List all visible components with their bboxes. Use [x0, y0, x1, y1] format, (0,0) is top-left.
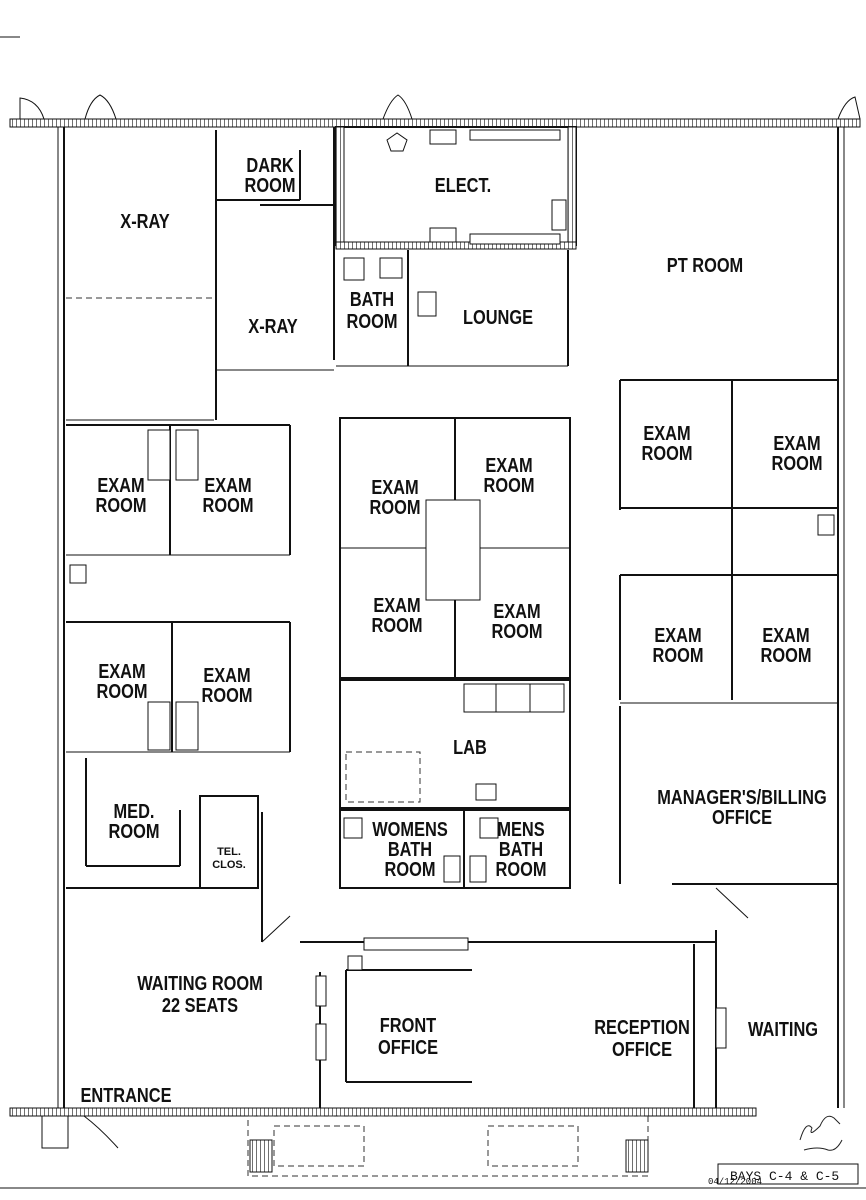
title-block: BAYS C-4 & C-5 04/12/2004 [708, 1115, 859, 1187]
room-label-reception-2: OFFICE [612, 1037, 672, 1060]
room-label-womens-2: BATH [388, 837, 432, 860]
room-label-tel-1: TEL. [217, 846, 241, 858]
room-label-exam-5: EXAM [371, 475, 418, 498]
room-label-manager-2: OFFICE [712, 805, 772, 828]
room-label-waiting: WAITING [748, 1017, 818, 1040]
room-label-med-1: MED. [114, 799, 155, 822]
room-label-waiting-room-1: WAITING ROOM [137, 971, 263, 994]
room-label-waiting-room-2: 22 SEATS [162, 993, 238, 1016]
room-label-bath-1: BATH [350, 287, 394, 310]
room-label-exam-8b: ROOM [492, 619, 543, 642]
room-label-med-2: ROOM [109, 819, 160, 842]
room-label-exam-1: EXAM [97, 473, 144, 496]
room-label-manager-1: MANAGER'S/BILLING [657, 785, 827, 808]
room-label-front-2: OFFICE [378, 1035, 438, 1058]
room-label-exam-2: EXAM [204, 473, 251, 496]
room-label-womens-3: ROOM [385, 857, 436, 880]
room-label-reception-1: RECEPTION [594, 1015, 690, 1038]
room-label-exam-10b: ROOM [772, 451, 823, 474]
room-label-exam-9: EXAM [643, 421, 690, 444]
room-label-dark-room-1: DARK [246, 153, 294, 176]
room-label-entrance: ENTRANCE [80, 1083, 171, 1106]
room-label-exam-1b: ROOM [96, 493, 147, 516]
room-label-bath-2: ROOM [347, 309, 398, 332]
room-label-exam-12b: ROOM [761, 643, 812, 666]
room-label-elect: ELECT. [435, 173, 491, 196]
room-label-exam-3: EXAM [98, 659, 145, 682]
title-block-bays: BAYS C-4 & C-5 [730, 1169, 839, 1184]
room-label-tel-2: CLOS. [212, 859, 246, 871]
room-label-xray-top: X-RAY [120, 209, 169, 232]
signature [799, 1115, 843, 1151]
room-label-exam-11: EXAM [654, 623, 701, 646]
room-label-exam-6: EXAM [485, 453, 532, 476]
room-label-exam-4b: ROOM [202, 683, 253, 706]
room-label-mens-2: BATH [499, 837, 543, 860]
room-label-xray-mid: X-RAY [248, 314, 297, 337]
room-label-womens-1: WOMENS [372, 817, 448, 840]
room-label-front-1: FRONT [380, 1013, 436, 1036]
room-label-exam-12: EXAM [762, 623, 809, 646]
room-label-exam-9b: ROOM [642, 441, 693, 464]
room-label-exam-8: EXAM [493, 599, 540, 622]
room-label-exam-3b: ROOM [97, 679, 148, 702]
room-label-exam-5b: ROOM [370, 495, 421, 518]
room-label-exam-7: EXAM [373, 593, 420, 616]
room-label-exam-2b: ROOM [203, 493, 254, 516]
room-label-exam-10: EXAM [773, 431, 820, 454]
room-label-mens-3: ROOM [496, 857, 547, 880]
room-label-mens-1: MENS [497, 817, 544, 840]
room-label-exam-6b: ROOM [484, 473, 535, 496]
room-label-dark-room-2: ROOM [245, 173, 296, 196]
room-label-lab: LAB [453, 735, 487, 758]
exterior-walls [0, 94, 866, 1189]
room-labels: DARK ROOM ELECT. X-RAY X-RAY BATH ROOM L… [80, 153, 826, 1106]
room-label-exam-4: EXAM [203, 663, 250, 686]
room-label-lounge: LOUNGE [463, 305, 533, 328]
room-label-pt-room: PT ROOM [667, 253, 743, 276]
room-label-exam-7b: ROOM [372, 613, 423, 636]
interior-walls [66, 126, 838, 1108]
title-block-date: 04/12/2004 [708, 1177, 762, 1187]
room-label-exam-11b: ROOM [653, 643, 704, 666]
